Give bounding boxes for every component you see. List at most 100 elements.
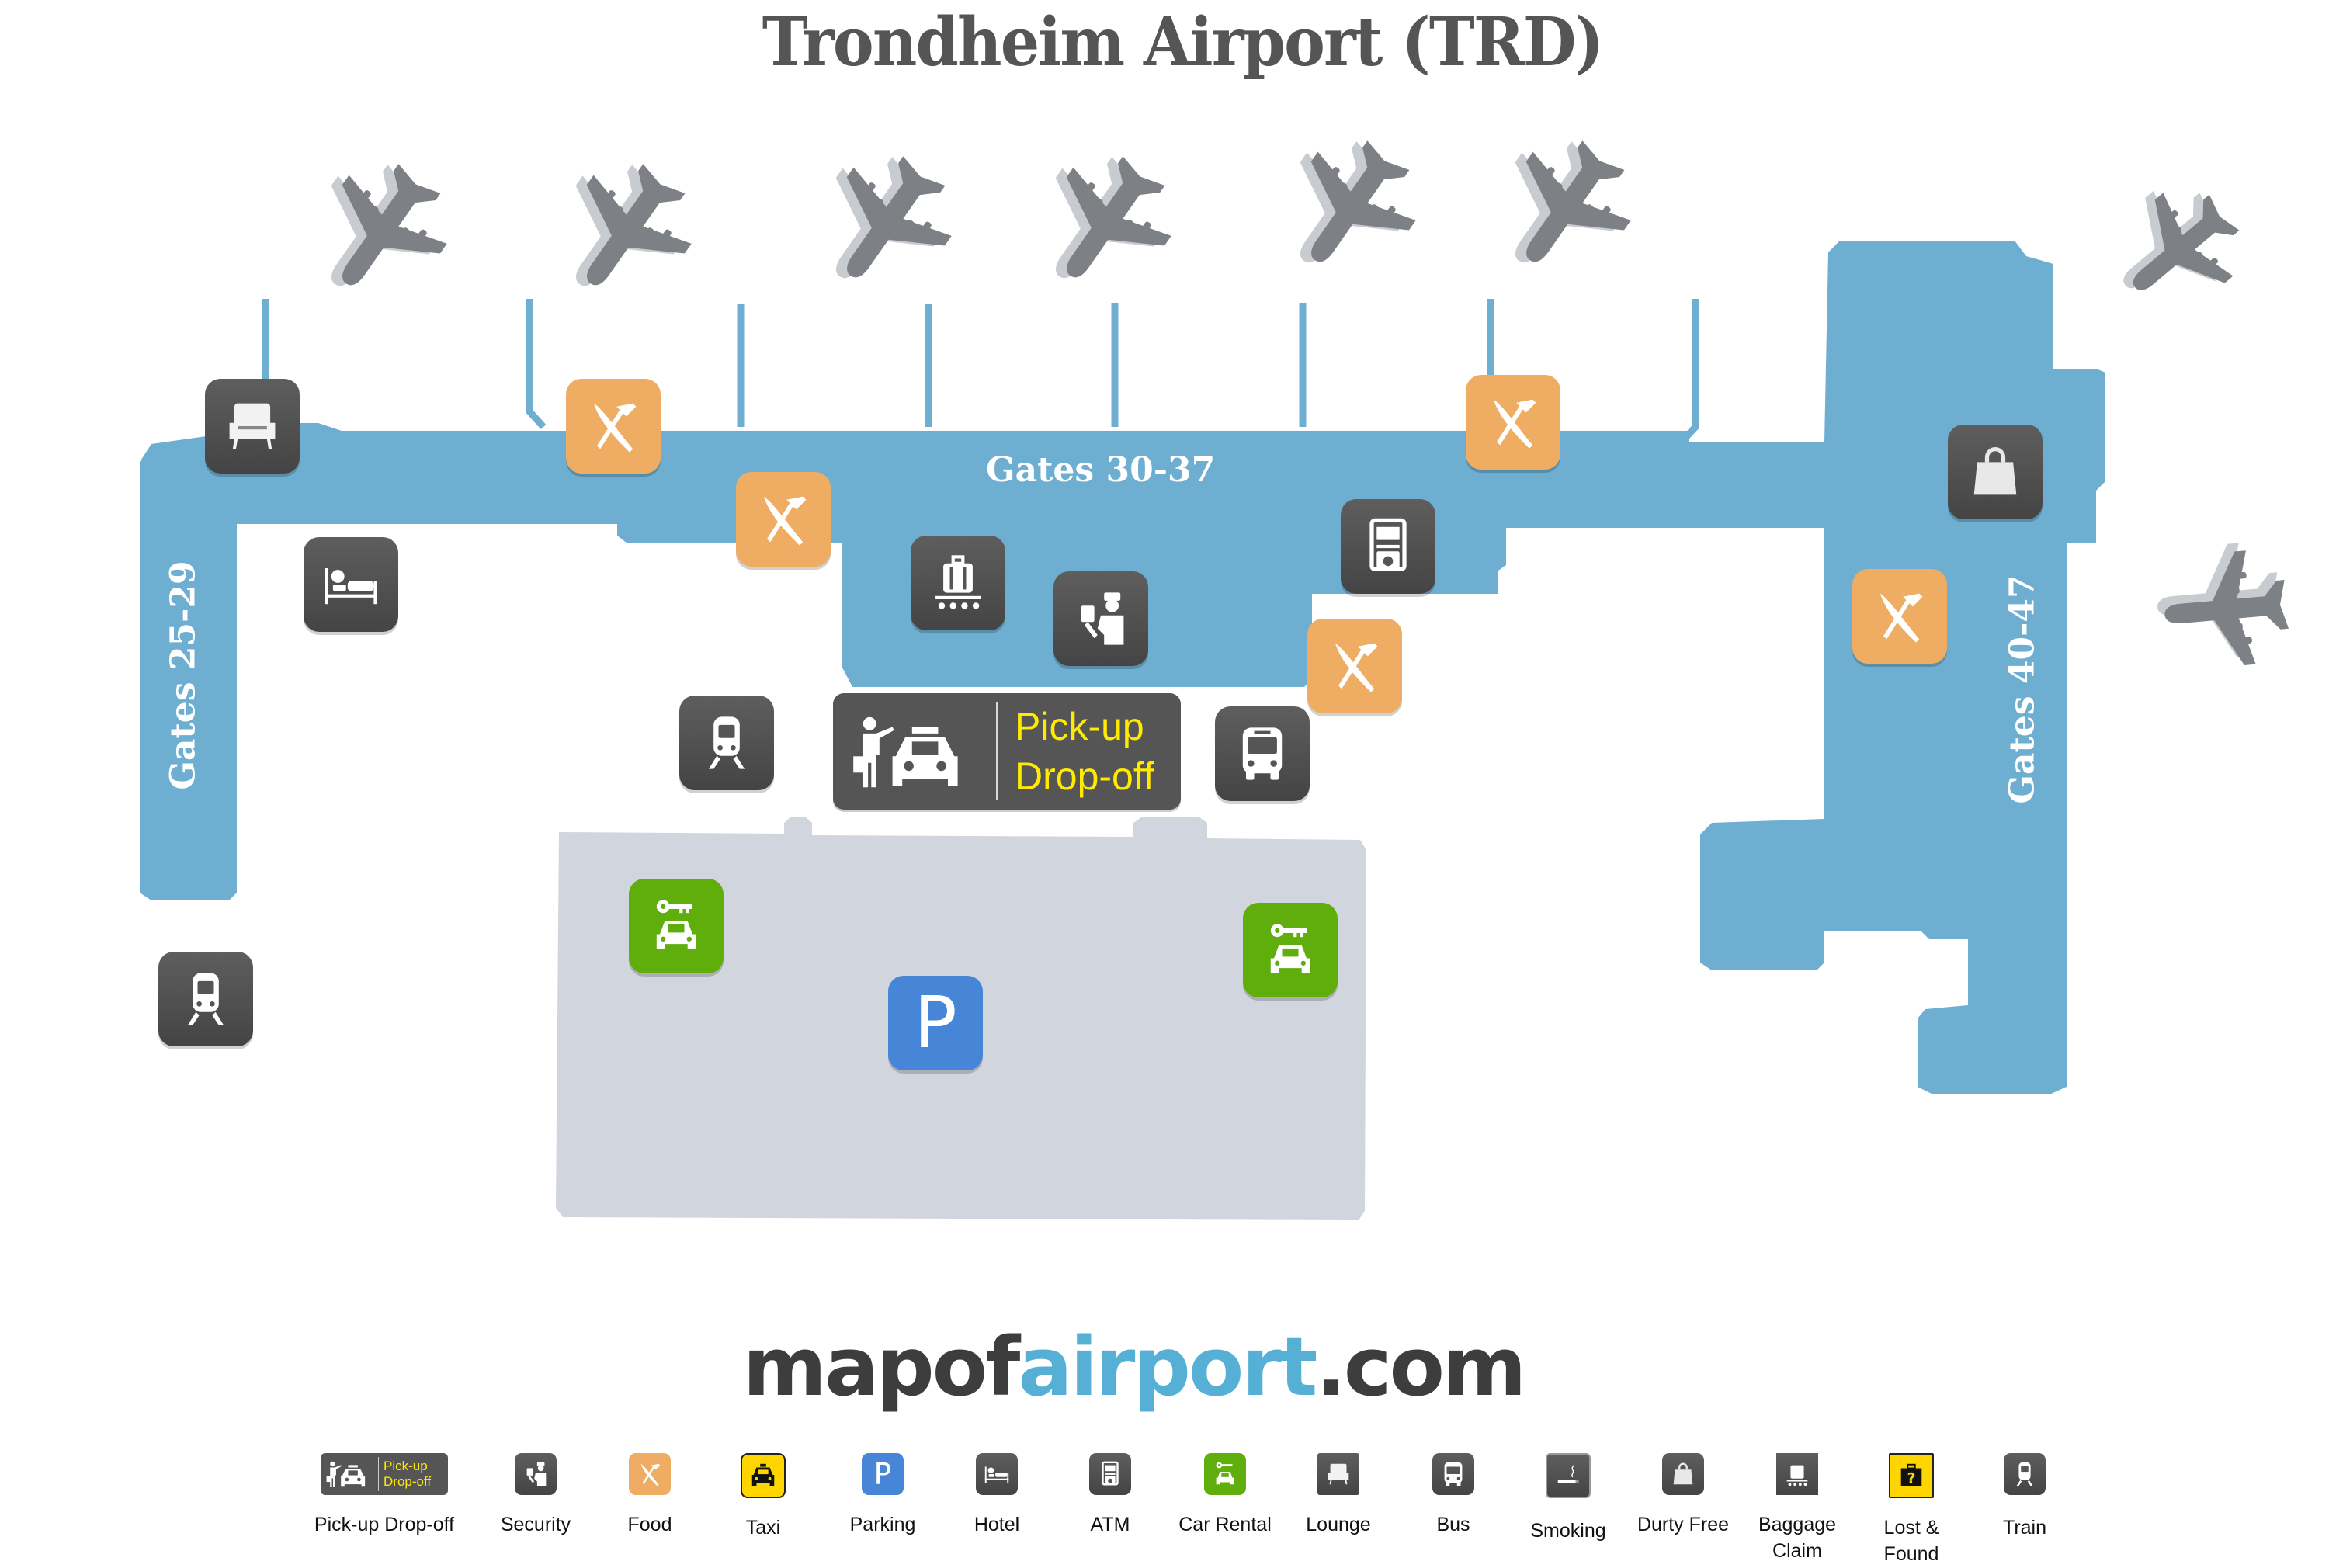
legend-item-hotel: Hotel: [911, 1453, 1082, 1539]
parking-letter: P: [873, 1457, 892, 1491]
legend-item-pickup-dropoff: Pick-up Drop-off Pick-up Drop-off: [299, 1453, 470, 1539]
bed-icon: [976, 1453, 1018, 1495]
train-marker[interactable]: [158, 952, 253, 1046]
baggage-carousel-icon: [1776, 1453, 1818, 1495]
legend-item-train: Train: [1939, 1453, 2110, 1542]
plane-icon: [1255, 116, 1438, 300]
plane-icon: [2090, 165, 2260, 333]
brand-wordmark[interactable]: mapofairport.com: [0, 1320, 2267, 1414]
legend-item-atm: ATM: [1025, 1453, 1196, 1539]
legend-item-smoking: Smoking: [1483, 1453, 1654, 1545]
knife-fork-icon: [629, 1453, 671, 1495]
atm-icon: [1369, 518, 1407, 572]
atm-marker[interactable]: [1341, 499, 1435, 594]
legend-label: Hotel: [974, 1514, 1020, 1535]
legend-label: Lost & Found: [1884, 1515, 1939, 1568]
car-rental-marker[interactable]: [1243, 903, 1338, 997]
gate-label-east: Gates 40-47: [2002, 574, 2043, 804]
plane-icon: [790, 131, 974, 316]
bed-icon: [325, 568, 377, 605]
knife-fork-icon: [763, 496, 807, 546]
plane-icon: [286, 139, 469, 324]
legend-item-duty-free: Durty Free: [1598, 1453, 1768, 1539]
car-rental-marker[interactable]: [629, 879, 724, 973]
svg-text:?: ?: [1907, 1470, 1915, 1487]
gate-label-north: Gates 30-37: [986, 450, 1216, 490]
legend-item-car-rental: Car Rental: [1140, 1453, 1310, 1539]
legend-item-parking: P Parking: [797, 1453, 968, 1539]
legend-item-security: Security: [450, 1453, 621, 1539]
brand-prefix: mapof: [742, 1320, 1021, 1414]
food-marker[interactable]: [1466, 375, 1560, 470]
legend-label: Pick-up Drop-off: [314, 1514, 455, 1535]
legend-item-lounge: Lounge: [1253, 1453, 1424, 1539]
train-icon: [187, 973, 224, 1025]
car-key-icon: [656, 900, 696, 949]
legend-label: Bus: [1436, 1514, 1470, 1535]
car-key-icon: [1204, 1453, 1246, 1495]
food-marker[interactable]: [736, 472, 831, 567]
plane-icon: [2152, 539, 2292, 673]
knife-fork-icon: [1335, 643, 1378, 692]
duty-free-marker[interactable]: [1948, 425, 2043, 519]
taxi-icon: [741, 1453, 786, 1498]
lost-found-icon: ?: [1889, 1453, 1934, 1498]
train-icon: [708, 716, 745, 769]
legend-label: Taxi: [745, 1517, 781, 1539]
security-marker[interactable]: [1053, 571, 1148, 666]
legend-label-line1: Lost &: [1883, 1517, 1939, 1539]
train-marker[interactable]: [679, 696, 774, 790]
parking-icon: P: [914, 981, 957, 1064]
sign-divider: [996, 702, 998, 800]
legend-label: Car Rental: [1178, 1514, 1272, 1535]
atm-icon: [1089, 1453, 1131, 1495]
legend: Pick-up Drop-off Pick-up Drop-off Securi…: [0, 1453, 2329, 1565]
legend-label: Train: [2002, 1517, 2047, 1539]
train-icon: [2004, 1453, 2046, 1495]
brand-accent: airport: [1018, 1320, 1317, 1414]
food-marker[interactable]: [566, 379, 661, 474]
taxi-passenger-icon: [853, 716, 958, 788]
legend-mini-dropoff: Drop-off: [384, 1474, 432, 1489]
food-marker[interactable]: [1852, 569, 1947, 664]
hotel-marker[interactable]: [304, 537, 398, 632]
legend-label: Lounge: [1306, 1514, 1371, 1535]
legend-label: Baggage Claim: [1758, 1512, 1836, 1565]
legend-item-taxi: Taxi: [678, 1453, 849, 1542]
pickup-dropoff-sign[interactable]: Pick-up Drop-off: [833, 693, 1181, 810]
armchair-icon: [1317, 1453, 1359, 1495]
lounge-marker[interactable]: [205, 379, 300, 474]
shopping-bag-icon: [1662, 1453, 1704, 1495]
pickup-dropoff-icon: Pick-up Drop-off: [321, 1453, 448, 1495]
brand-suffix: .com: [1315, 1320, 1526, 1414]
knife-fork-icon: [1880, 593, 1923, 643]
legend-label: Durty Free: [1637, 1514, 1730, 1535]
legend-item-food: Food: [564, 1453, 735, 1539]
legend-label: Smoking: [1530, 1520, 1606, 1542]
legend-label: Security: [500, 1514, 571, 1535]
plane-icon: [1010, 131, 1193, 316]
bus-icon: [1242, 727, 1283, 780]
baggage-claim-marker[interactable]: [911, 536, 1005, 630]
legend-label-line2: Found: [1883, 1542, 1939, 1565]
food-marker[interactable]: [1307, 619, 1402, 713]
cigarette-icon: [1546, 1453, 1591, 1498]
legend-item-bus: Bus: [1368, 1453, 1539, 1539]
legend-label-line2: Claim: [1772, 1539, 1822, 1562]
knife-fork-icon: [1493, 399, 1536, 449]
parking-marker[interactable]: P: [888, 976, 983, 1070]
security-officer-icon: [515, 1453, 557, 1495]
car-key-icon: [1270, 924, 1310, 973]
plane-icon: [1470, 116, 1653, 300]
map-title: Trondheim Airport (TRD): [762, 3, 1604, 82]
gate-label-west: Gates 25-29: [163, 560, 203, 790]
security-officer-icon: [1081, 592, 1124, 645]
plane-icon: [530, 139, 713, 324]
legend-mini-pickup: Pick-up: [384, 1458, 428, 1473]
bus-marker[interactable]: [1215, 706, 1310, 801]
legend-item-baggage-claim: Baggage Claim: [1712, 1453, 1883, 1565]
parking-icon: P: [862, 1453, 904, 1495]
legend-label: Food: [627, 1514, 672, 1535]
armchair-icon: [229, 403, 276, 449]
legend-label: ATM: [1090, 1514, 1130, 1535]
